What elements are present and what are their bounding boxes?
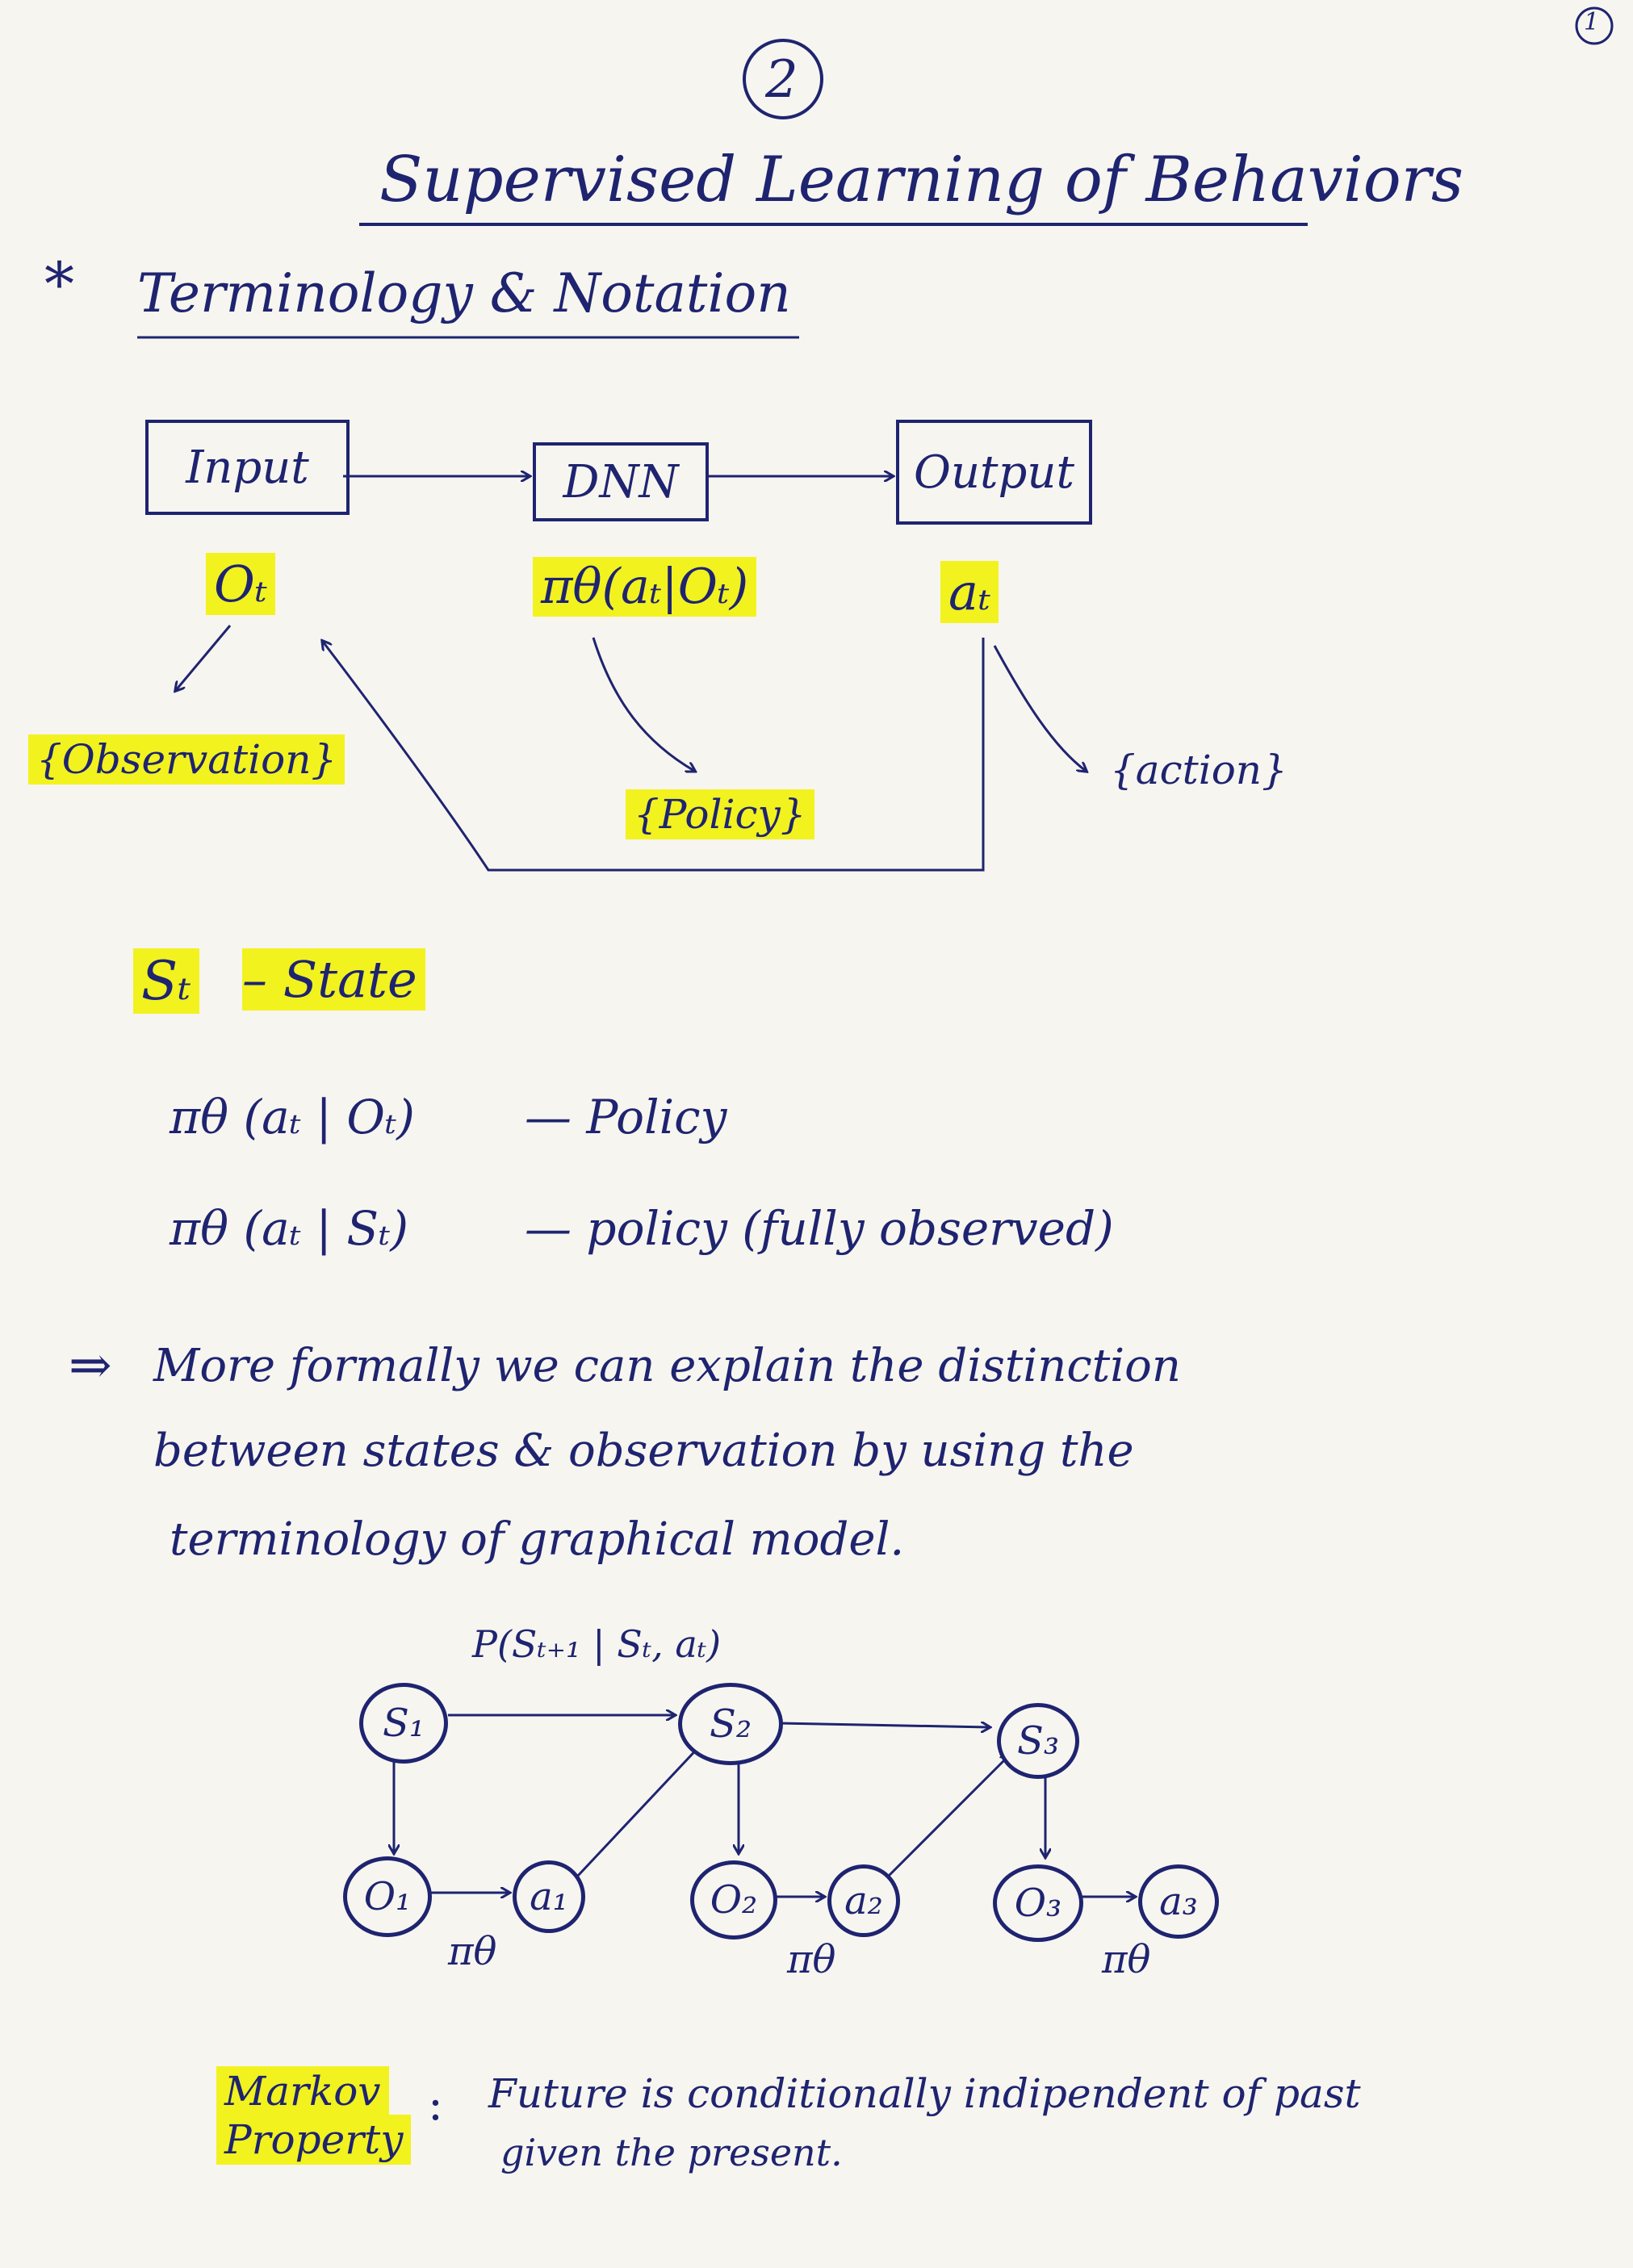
state-node-3: S₃: [997, 1703, 1079, 1779]
section-number: 2: [765, 50, 798, 110]
observation-label: {Observation}: [28, 734, 345, 785]
state-symbol: Sₜ: [133, 948, 199, 1014]
input-symbol: Oₜ: [206, 553, 276, 615]
feedback-loop-arrow: [323, 638, 985, 872]
policy-edge-label-3: πθ: [1102, 1937, 1151, 1982]
markov-definition-line-2: given the present.: [500, 2131, 843, 2174]
dnn-box: DNN: [533, 442, 709, 521]
state-text: – State: [242, 948, 425, 1011]
policy-arrow: [592, 637, 694, 771]
policy-desc-1: — Policy: [525, 1090, 727, 1144]
state-node-2: S₂: [678, 1683, 783, 1765]
markov-colon: :: [428, 2078, 443, 2131]
implies-arrow: ⇒: [69, 1336, 112, 1396]
markov-definition-line-1: Future is conditionally indipendent of p…: [488, 2070, 1361, 2117]
action-label: {action}: [1110, 747, 1288, 793]
heading-text: Terminology & Notation: [137, 262, 791, 324]
input-box: Input: [145, 420, 350, 515]
paragraph-line-1: More formally we can explain the distinc…: [153, 1340, 1181, 1392]
observation-node-1: O₁: [343, 1856, 432, 1937]
markov-term-line-2: Property: [216, 2115, 412, 2165]
policy-label: {Policy}: [626, 789, 814, 839]
action-node-1: a₁: [513, 1860, 585, 1933]
page-number: 1: [1584, 8, 1600, 36]
policy-expr-1: πθ (aₜ | Oₜ): [170, 1090, 415, 1144]
markov-term-line-1: Markov: [216, 2066, 389, 2116]
s2-s3-edge: [778, 1723, 989, 1727]
a2-s3-edge: [886, 1755, 1009, 1878]
policy-expr-2: πθ (aₜ | Sₜ): [170, 1201, 409, 1256]
policy-desc-2: — policy (fully observed): [525, 1201, 1114, 1256]
observation-node-3: O₃: [993, 1864, 1083, 1942]
output-box: Output: [896, 420, 1092, 525]
section-number-circle: [743, 39, 823, 119]
action-node-3: a₃: [1138, 1864, 1219, 1939]
heading-bullet: *: [44, 250, 74, 320]
observation-node-2: O₂: [690, 1860, 777, 1940]
transition-label: P(Sₜ₊₁ | Sₜ, aₜ): [472, 1622, 722, 1666]
paragraph-line-3: terminology of graphical model.: [170, 1513, 905, 1566]
output-symbol: aₜ: [940, 561, 999, 623]
a1-s2-edge: [576, 1743, 702, 1878]
paragraph-line-2: between states & observation by using th…: [153, 1425, 1134, 1477]
action-arrow: [993, 645, 1086, 771]
dnn-symbol: πθ(aₜ|Oₜ): [533, 557, 757, 617]
page-number-circle: [1575, 6, 1614, 45]
policy-edge-label-2: πθ: [787, 1937, 836, 1982]
state-node-1: S₁: [359, 1683, 448, 1764]
action-node-2: a₂: [827, 1864, 900, 1937]
page-title: Supervised Learning of Behaviors: [379, 144, 1463, 216]
obs-arrow: [176, 625, 232, 690]
policy-edge-label-1: πθ: [448, 1929, 497, 1974]
